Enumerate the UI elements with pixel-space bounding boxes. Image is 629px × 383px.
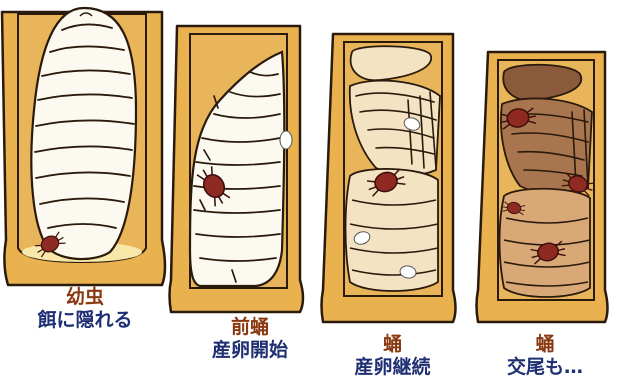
stage-caption: 餌に隠れる — [0, 309, 170, 332]
stage-title: 蛹 — [315, 333, 470, 356]
stage-label-larva: 幼虫 餌に隠れる — [0, 286, 170, 332]
cell-2-prepupa — [170, 26, 304, 312]
stage-label-pupa-late: 蛹 交尾も… — [470, 333, 620, 379]
stage-caption: 産卵開始 — [165, 339, 335, 362]
cell-1-larva — [2, 8, 165, 285]
stage-label-pupa: 蛹 産卵継続 — [315, 333, 470, 379]
stage-title: 前蛹 — [165, 316, 335, 339]
stage-caption: 交尾も… — [470, 356, 620, 379]
cell-4-pupa-mating — [477, 52, 608, 322]
cell-3-pupa — [322, 34, 456, 322]
stage-title: 幼虫 — [0, 286, 170, 309]
stage-title: 蛹 — [470, 333, 620, 356]
stage-caption: 産卵継続 — [315, 356, 470, 379]
egg — [280, 131, 292, 149]
stage-label-prepupa: 前蛹 産卵開始 — [165, 316, 335, 362]
